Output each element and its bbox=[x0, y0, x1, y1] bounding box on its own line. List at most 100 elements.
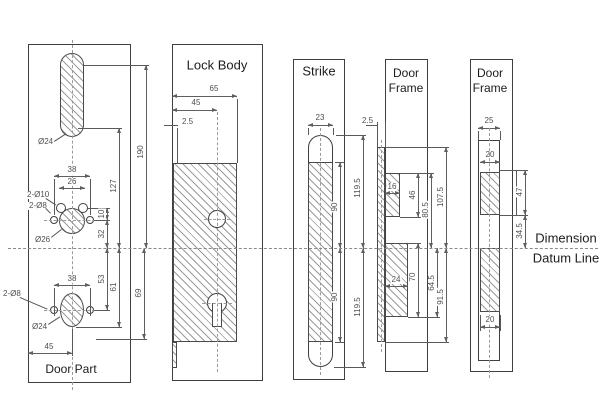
dim-label-20-top: 20 bbox=[484, 150, 496, 159]
dim-label-80-5: 80.5 bbox=[421, 201, 430, 219]
door-frame2-lower-block bbox=[480, 248, 500, 312]
dim-label-70: 70 bbox=[408, 271, 417, 283]
frame2-step-top bbox=[500, 170, 528, 171]
label-dia24-bottom: Ø24 bbox=[31, 322, 49, 331]
door-part-hole-dia10-left bbox=[56, 203, 66, 213]
dim-line-80-5 bbox=[429, 173, 433, 248]
door-frame1-upper-block bbox=[385, 173, 400, 217]
strike-title: Strike bbox=[302, 63, 336, 79]
lock-body-faceplate-sliver bbox=[172, 342, 177, 368]
dim-line-107-5 bbox=[444, 147, 448, 248]
frame1-bottom-reference-line bbox=[385, 342, 449, 343]
dim-line-69 bbox=[142, 248, 146, 339]
lock-body-centerline bbox=[217, 112, 218, 372]
datum-label-line2: Datum Line bbox=[532, 250, 600, 266]
dim-label-45-lockbody: 45 bbox=[190, 98, 202, 107]
label-dia26: Ø26 bbox=[34, 235, 52, 244]
door-frame2-title-line1: Door bbox=[476, 66, 504, 80]
dim-line-46 bbox=[416, 173, 420, 217]
door-part-bottom-centerline bbox=[44, 310, 100, 311]
label-2dia8-mid: 2-Ø8 bbox=[28, 201, 48, 210]
dim-line-90-top bbox=[338, 162, 342, 248]
lock-body-title: Lock Body bbox=[186, 57, 248, 73]
ext-38-bot-left bbox=[54, 288, 55, 316]
dim-line-45-doorpart bbox=[28, 351, 72, 355]
dim-label-64-5: 64.5 bbox=[427, 274, 436, 292]
strike-outline bbox=[293, 59, 345, 380]
door-frame2-title-line2: Frame bbox=[472, 81, 508, 95]
dim-line-65 bbox=[172, 94, 237, 98]
dim-line-20-bottom bbox=[480, 325, 500, 329]
dim-line-127 bbox=[117, 128, 121, 248]
ext-20-bot-left bbox=[480, 315, 481, 331]
ext-38-mid-right bbox=[90, 179, 91, 215]
dim-label-90-bottom: 90 bbox=[330, 291, 339, 303]
ext-38-bot-right bbox=[90, 288, 91, 316]
dim-label-91-5: 91.5 bbox=[436, 288, 445, 306]
lock-body-outline bbox=[172, 44, 263, 381]
dim-label-23: 23 bbox=[314, 113, 326, 122]
dim-line-190 bbox=[144, 65, 148, 248]
dim-label-190: 190 bbox=[136, 144, 145, 160]
dim-label-38-mid: 38 bbox=[66, 165, 78, 174]
door-frame1-title-line1: Door bbox=[392, 66, 420, 80]
dim-label-90-top: 90 bbox=[330, 201, 339, 213]
frame2-step-bottom bbox=[500, 215, 528, 216]
ext-25-left bbox=[478, 131, 479, 140]
dim-line-119-bottom bbox=[361, 248, 365, 367]
door-part-title: Door Part bbox=[45, 362, 97, 376]
dim-line-32 bbox=[105, 220, 109, 248]
ext-10-top bbox=[88, 208, 110, 209]
ext-69 bbox=[96, 339, 147, 340]
dim-line-10 bbox=[105, 208, 109, 220]
door-frame2-centerline bbox=[489, 128, 490, 378]
ext-line-190 bbox=[84, 65, 149, 66]
dim-label-10: 10 bbox=[97, 208, 106, 220]
label-2dia10: 2-Ø10 bbox=[26, 190, 51, 199]
ext-20-bot-right bbox=[500, 315, 501, 331]
dim-line-61 bbox=[117, 248, 121, 327]
door-frame2-upper-block bbox=[480, 172, 500, 215]
label-dia24-top: Ø24 bbox=[37, 137, 55, 146]
frame1-top-reference-line bbox=[377, 147, 449, 148]
dim-line-38-bottom bbox=[54, 283, 90, 287]
ext-119-bottom bbox=[334, 367, 366, 368]
dim-label-20-bottom: 20 bbox=[484, 315, 496, 324]
dim-label-38-bottom: 38 bbox=[66, 274, 78, 283]
ext-119-top bbox=[336, 135, 366, 136]
ext-38-mid-left bbox=[54, 179, 55, 215]
dim-label-24: 24 bbox=[390, 275, 402, 284]
door-part-hole-dia10-right bbox=[78, 203, 88, 213]
strike-centerline bbox=[320, 128, 321, 375]
lock-body-hatched-area bbox=[173, 163, 237, 342]
ext-2-5-frame1-right bbox=[385, 122, 386, 147]
dim-line-2-5-frame1 bbox=[366, 125, 377, 126]
label-2dia8-bottom: 2-Ø8 bbox=[2, 289, 22, 298]
dim-line-91-5 bbox=[444, 248, 448, 342]
dim-line-23 bbox=[308, 123, 333, 127]
dim-line-38-mid bbox=[54, 174, 90, 178]
ext-line-127 bbox=[78, 128, 122, 129]
dim-label-46: 46 bbox=[408, 189, 417, 201]
dim-line-119-top bbox=[361, 135, 365, 248]
dim-label-53: 53 bbox=[97, 273, 106, 285]
door-part-outline bbox=[28, 44, 131, 383]
dim-label-69: 69 bbox=[134, 287, 143, 299]
dim-label-32: 32 bbox=[97, 228, 106, 240]
ext-23-left bbox=[308, 128, 309, 135]
dim-line-64-5 bbox=[435, 248, 439, 317]
dim-label-119-top: 119.5 bbox=[353, 177, 362, 199]
dim-line-34-5 bbox=[523, 215, 527, 248]
door-frame1-title-line2: Frame bbox=[388, 81, 424, 95]
ext-2-5-frame1-left bbox=[377, 122, 378, 147]
dim-label-2-5-frame1: 2.5 bbox=[361, 116, 375, 125]
ext-61 bbox=[76, 327, 122, 328]
ext-25-right bbox=[500, 131, 501, 140]
dim-label-119-bottom: 119.5 bbox=[353, 296, 362, 318]
dim-label-47: 47 bbox=[515, 186, 524, 198]
dim-label-25: 25 bbox=[483, 116, 495, 125]
ext-46-bottom bbox=[400, 217, 421, 218]
door-part-centerline bbox=[72, 40, 73, 390]
door-frame1-centerline bbox=[381, 140, 382, 352]
